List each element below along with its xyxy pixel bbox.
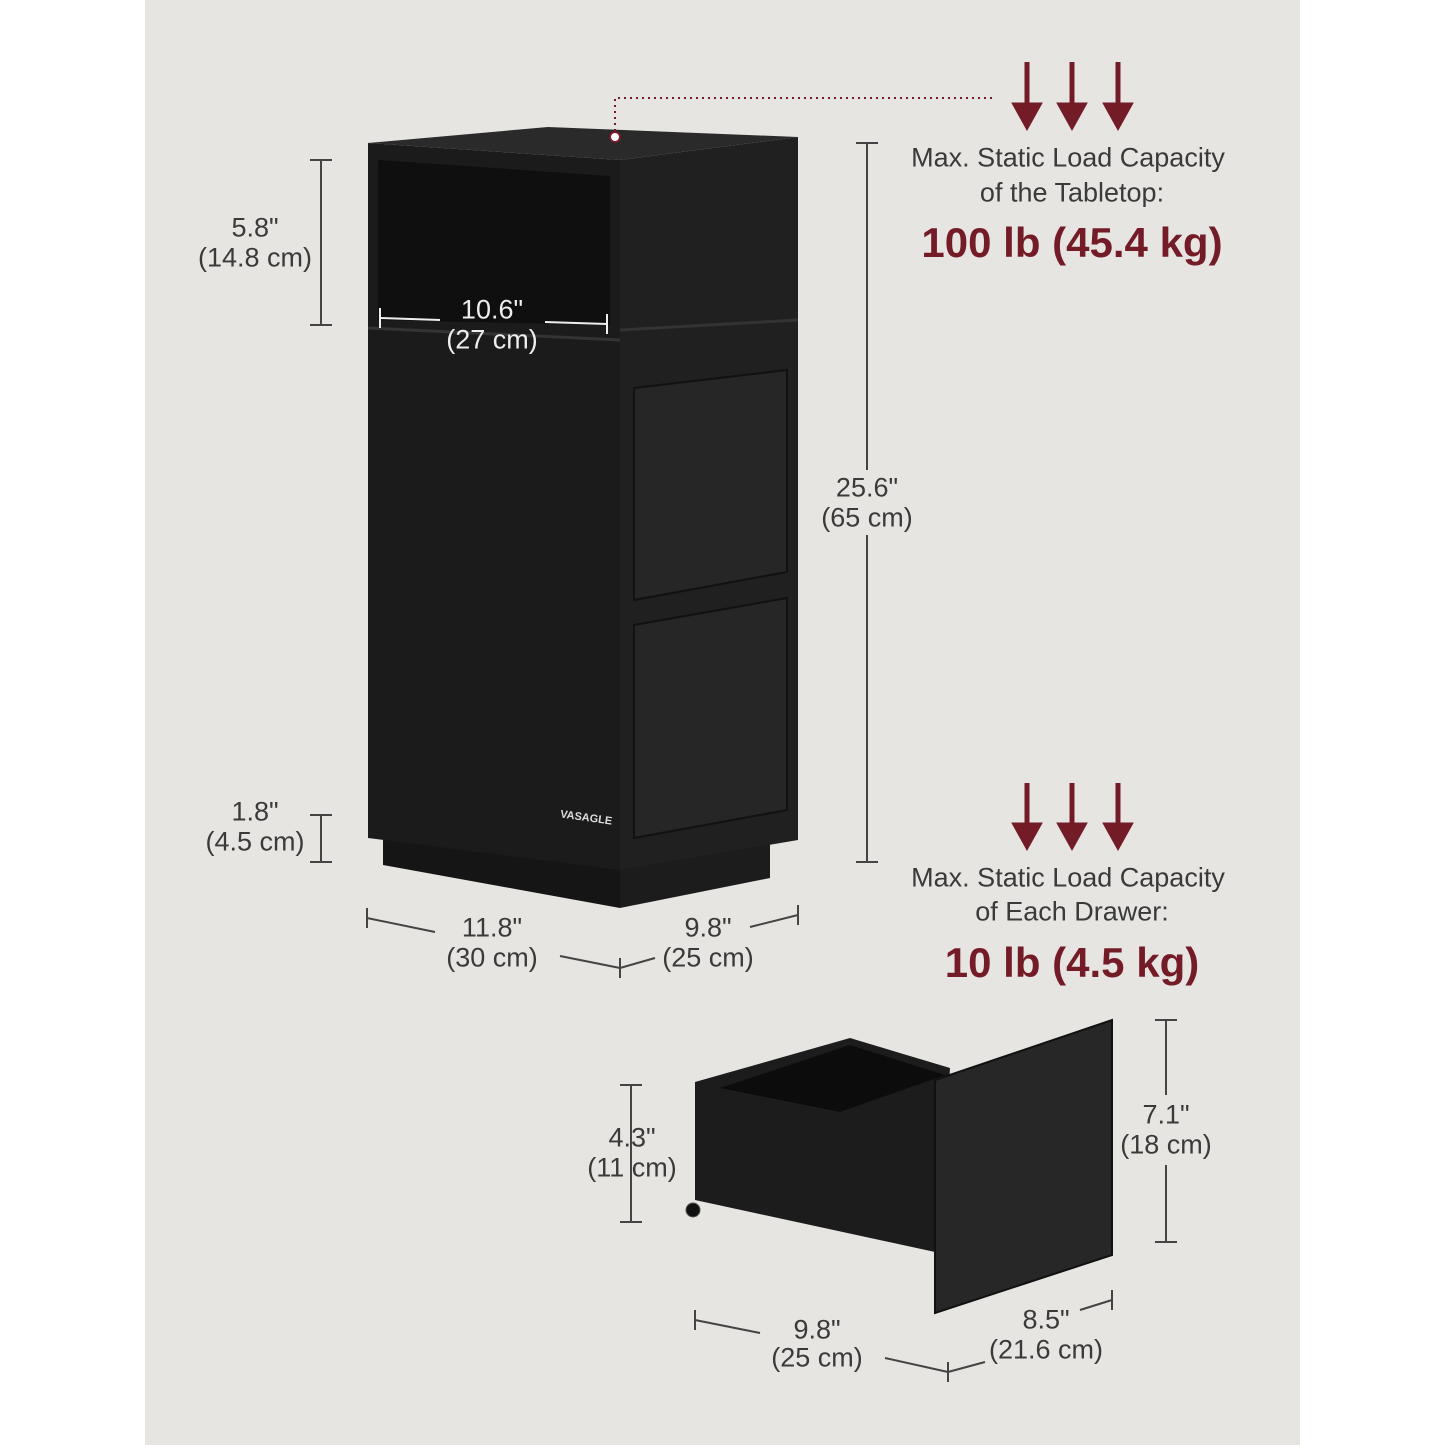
- shelf-width-in: 10.6": [460, 294, 524, 325]
- drawer-width-cm: (21.6 cm): [988, 1334, 1104, 1365]
- cabinet-base-left: [383, 835, 620, 908]
- height-cm: (65 cm): [821, 502, 913, 533]
- drawer-load-value: 10 lb (4.5 kg): [944, 939, 1200, 986]
- drawer: [685, 1018, 1113, 1315]
- drawer-inner-height-in: 4.3": [608, 1122, 656, 1153]
- shelf-height-cm: (14.8 cm): [197, 242, 313, 273]
- down-arrow-icon: [1011, 783, 1043, 852]
- drawer-front-lower: [633, 596, 788, 840]
- dimension-lines: [310, 142, 1177, 1382]
- shelf-width-line: [379, 308, 608, 334]
- drawer-roller: [685, 1202, 701, 1218]
- drawer-depth-in: 9.8": [793, 1314, 841, 1345]
- width-in: 11.8": [461, 912, 523, 943]
- down-arrow-icon: [1056, 62, 1088, 132]
- down-arrow-icon: [1102, 783, 1134, 852]
- tabletop-load-line1: Max. Static Load Capacity: [911, 142, 1225, 173]
- divider: [367, 326, 621, 342]
- drawer-front-upper: [633, 368, 788, 602]
- width-cm: (30 cm): [446, 942, 538, 973]
- drawer-front-height-cm: (18 cm): [1120, 1129, 1212, 1160]
- drawer-inside: [720, 1045, 945, 1112]
- drawer-load-line2: of Each Drawer:: [975, 896, 1169, 927]
- drawer-depth-cm: (25 cm): [771, 1342, 863, 1373]
- drawer-front-height-in: 7.1": [1142, 1099, 1190, 1130]
- cabinet-left-face: [368, 143, 620, 870]
- down-arrow-icon: [1056, 783, 1088, 852]
- depth-in: 9.8": [684, 912, 732, 943]
- tabletop-load-line2: of the Tabletop:: [979, 177, 1165, 208]
- cabinet-top: [368, 127, 798, 160]
- cabinet: [367, 127, 799, 908]
- drawer-body: [695, 1038, 950, 1313]
- drawer-width-in: 8.5": [1022, 1304, 1070, 1335]
- drawer-front-panel: [934, 1018, 1113, 1315]
- depth-cm: (25 cm): [662, 942, 754, 973]
- down-arrow-icon: [1102, 62, 1134, 132]
- drawer-inner-height-cm: (11 cm): [587, 1152, 677, 1183]
- base-height-cm: (4.5 cm): [205, 826, 305, 857]
- open-shelf: [378, 160, 610, 325]
- drawer-load-line1: Max. Static Load Capacity: [911, 862, 1225, 893]
- load-pointer: [609, 97, 995, 143]
- tabletop-load-value: 100 lb (45.4 kg): [921, 219, 1223, 266]
- shelf-height-in: 5.8": [231, 212, 279, 243]
- shelf-width-cm: (27 cm): [446, 324, 538, 355]
- down-arrow-icon: [1011, 62, 1043, 132]
- base-height-in: 1.8": [231, 796, 279, 827]
- divider: [619, 318, 799, 332]
- cabinet-base-right: [620, 840, 770, 908]
- down-arrow-icons: [1011, 62, 1134, 852]
- height-in: 25.6": [835, 472, 899, 503]
